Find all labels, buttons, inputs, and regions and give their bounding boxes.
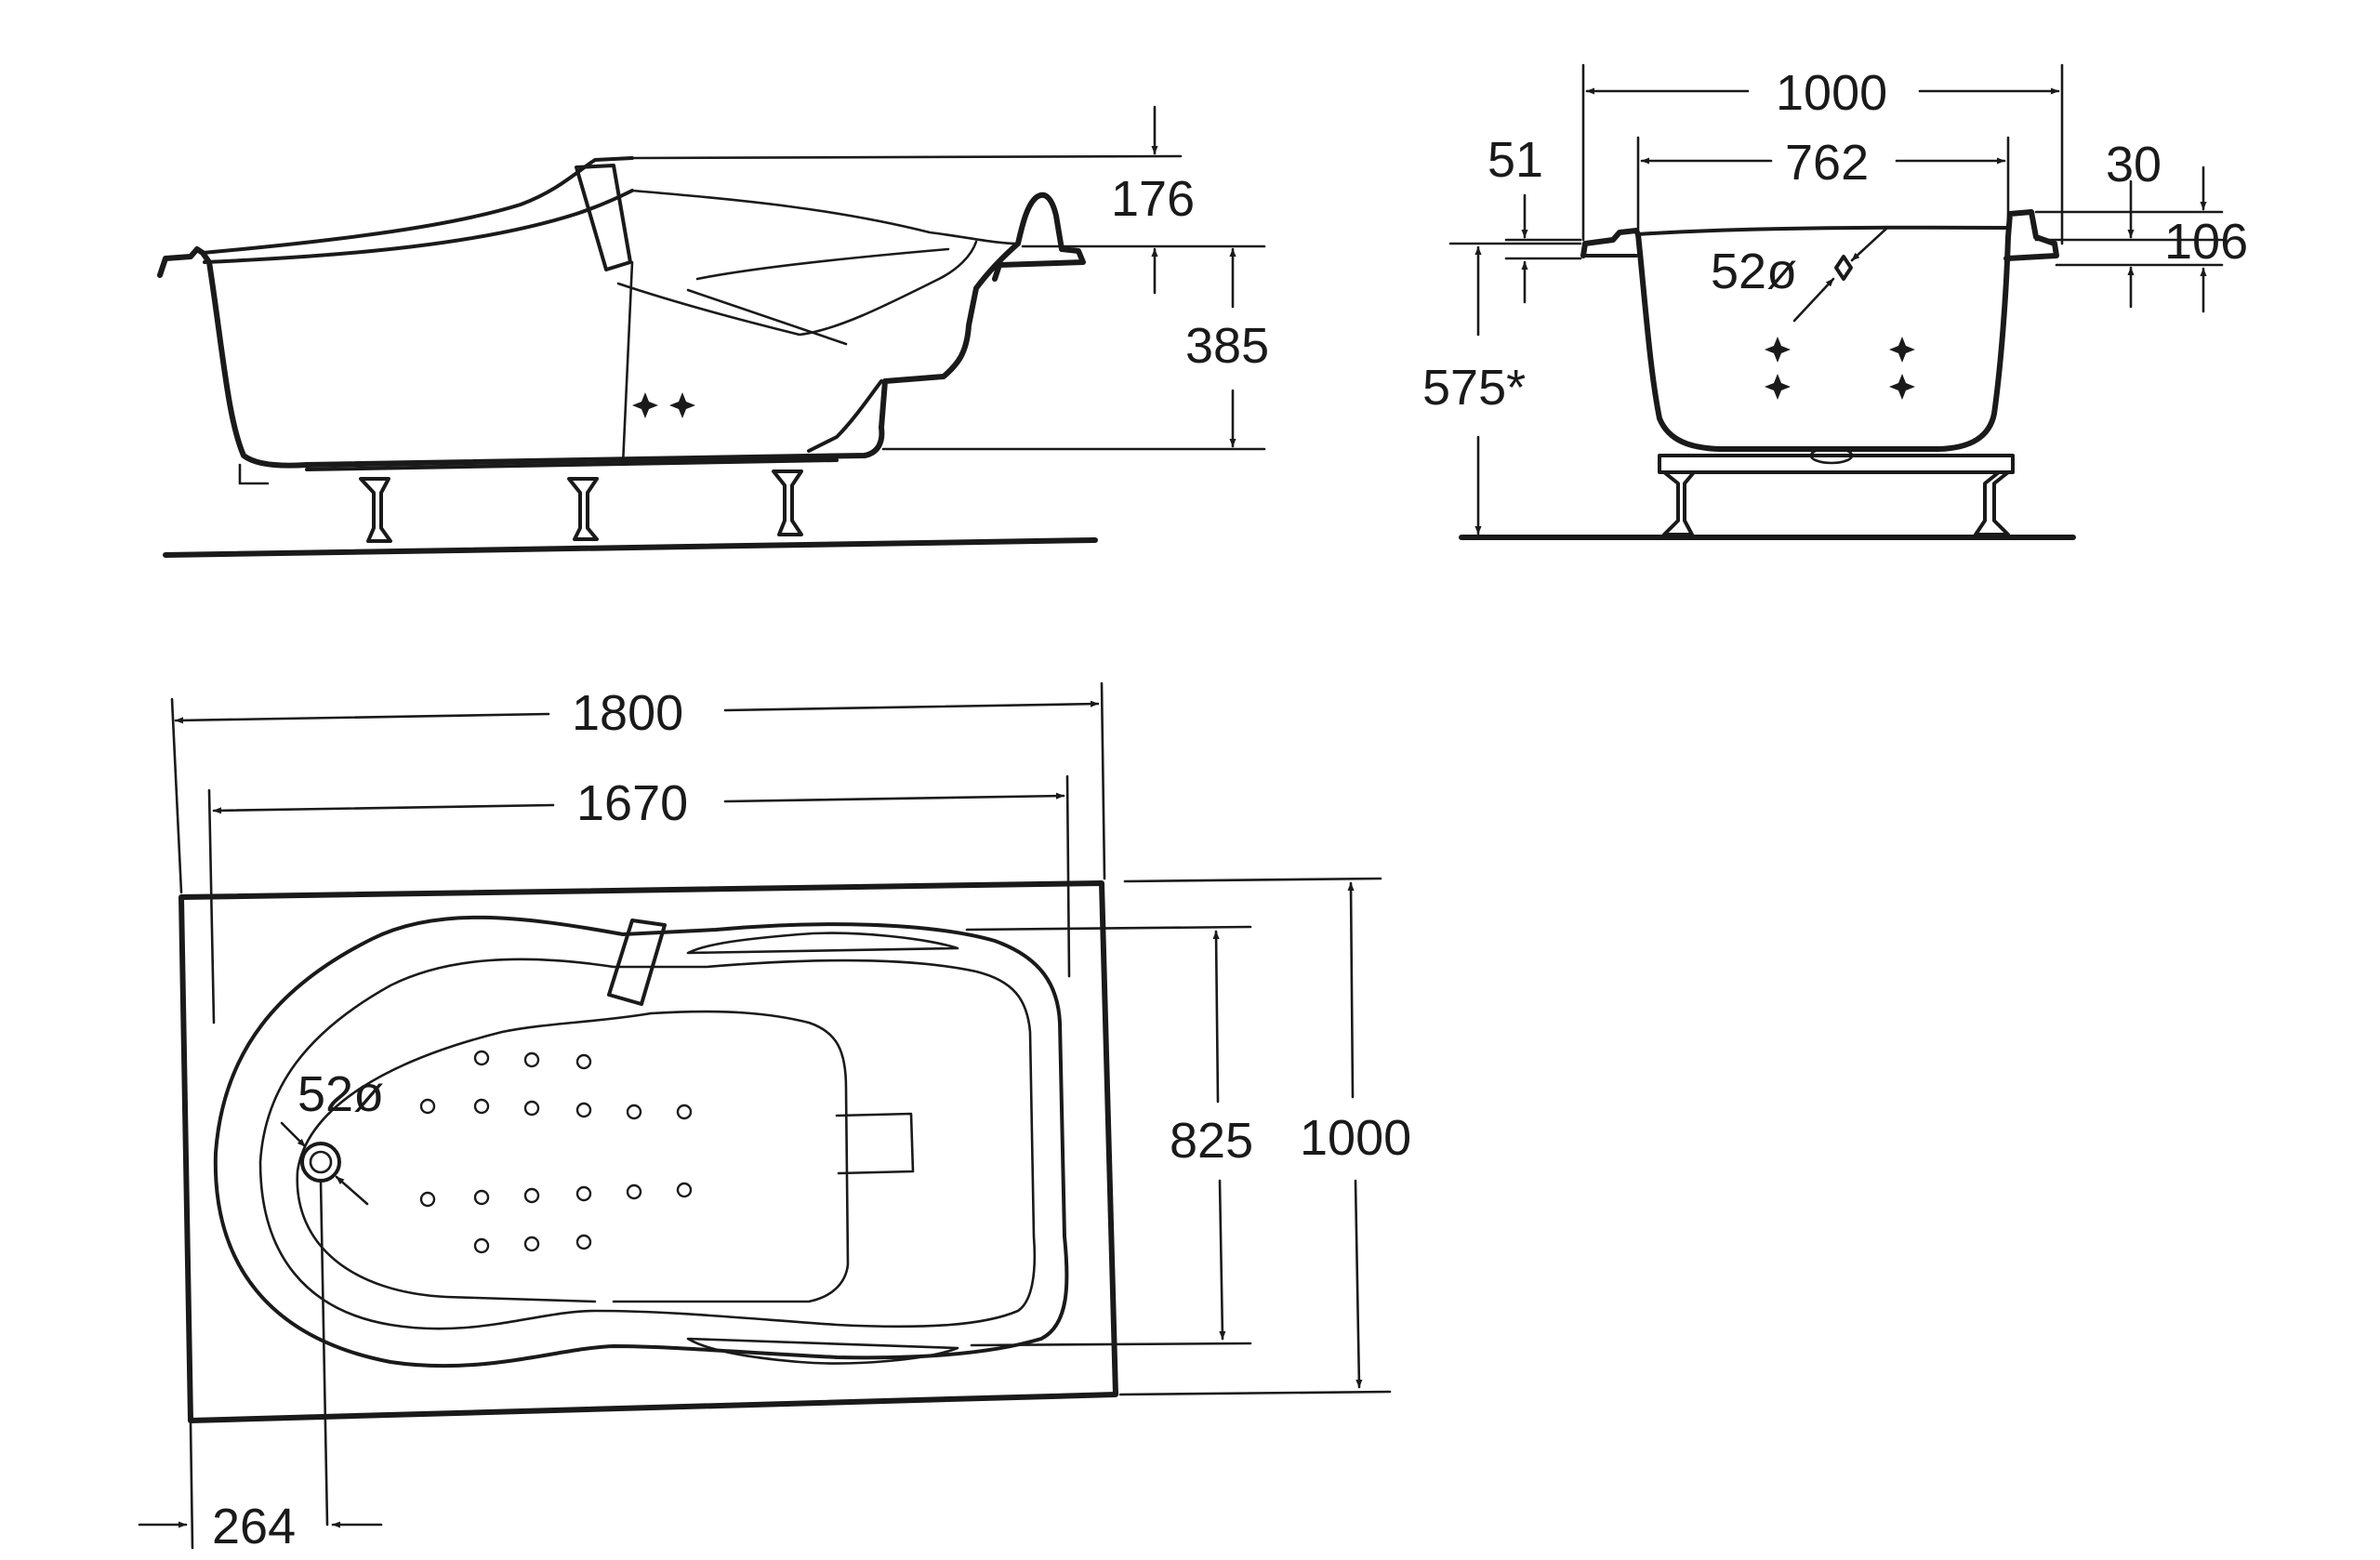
end-view: 52ø 1000 762 51 30 106 575*: [1422, 63, 2248, 540]
dim-drain-diameter-label: 52ø: [1711, 244, 1797, 299]
jet-marker: [1765, 337, 1791, 363]
tub-legs: [305, 458, 839, 543]
dim-rim-height-label: 176: [1111, 171, 1195, 227]
dim-plan-inner-width-label: 825: [1170, 1113, 1253, 1169]
dim-plan-outer-width-label: 1000: [1300, 1110, 1411, 1166]
dim-drain-diameter-label: 52ø: [298, 1066, 384, 1122]
dim-inner-length-label: 1670: [576, 775, 688, 831]
tub-plan-basin-inner: [258, 958, 1037, 1330]
end-legs: [1658, 446, 2015, 536]
jet-marker: [1889, 337, 1915, 363]
jet-marker: [632, 392, 658, 418]
dim-outer-width-label: 1000: [1776, 65, 1887, 121]
jet-marker: [669, 392, 695, 418]
dim-rim-thickness-label: 30: [2106, 137, 2162, 192]
side-view: 176 385: [157, 105, 1269, 558]
tub-side-rim: [201, 156, 634, 255]
headrest-plan: [607, 919, 667, 1006]
drain-symbol: [1792, 226, 1889, 323]
tub-plan-basin-outer: [213, 915, 1069, 1368]
tub-end-outline: [1580, 209, 2059, 452]
floor-line: [163, 537, 1098, 558]
dim-depth-label: 385: [1185, 318, 1269, 374]
tub-side-outline: [157, 192, 1086, 469]
tub-plan-outer-rim: [178, 880, 1118, 1423]
dim-rim-depth-label: 106: [2164, 214, 2248, 270]
headrest-side: [575, 164, 632, 271]
dim-drain-offset-label: 264: [212, 1499, 296, 1554]
dim-outer-length-label: 1800: [572, 685, 683, 741]
jet-marker: [1765, 374, 1791, 400]
plan-view: 52ø 1800 1670 825 1000 264: [138, 681, 1411, 1554]
dim-rim-offset-label: 51: [1488, 132, 1543, 188]
jet-pattern: [419, 1050, 693, 1254]
dim-inner-width-label: 762: [1785, 135, 1869, 191]
jet-marker: [1889, 374, 1915, 400]
drain-plan: [280, 1121, 369, 1527]
dim-overall-height-label: 575*: [1422, 360, 1526, 416]
